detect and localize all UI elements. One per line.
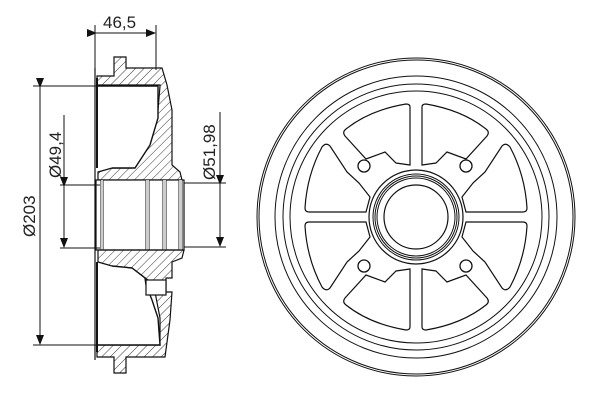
section-view: 46,5 Ø203 Ø49,4 Ø51,98 bbox=[20, 13, 226, 374]
bolt-hole-2 bbox=[459, 159, 473, 173]
bolt-hole-3 bbox=[357, 259, 371, 273]
front-view bbox=[256, 57, 576, 377]
dim-width-label: 46,5 bbox=[103, 13, 136, 32]
hub-bore bbox=[383, 184, 449, 250]
hub-outer bbox=[368, 169, 464, 265]
bolt-hole-4 bbox=[459, 259, 473, 273]
dim-bore-diameter-label: Ø49,4 bbox=[46, 132, 65, 178]
dim-outer-diameter-label: Ø203 bbox=[20, 195, 39, 237]
hub-bore bbox=[95, 179, 185, 251]
spoke-windows bbox=[304, 103, 528, 331]
bolt-hole-1 bbox=[357, 159, 371, 173]
outer-rim bbox=[256, 57, 576, 377]
upper-flange-section bbox=[96, 56, 183, 181]
bleed-hole bbox=[145, 279, 167, 296]
dim-bearing-seat-label: Ø51,98 bbox=[200, 124, 219, 180]
